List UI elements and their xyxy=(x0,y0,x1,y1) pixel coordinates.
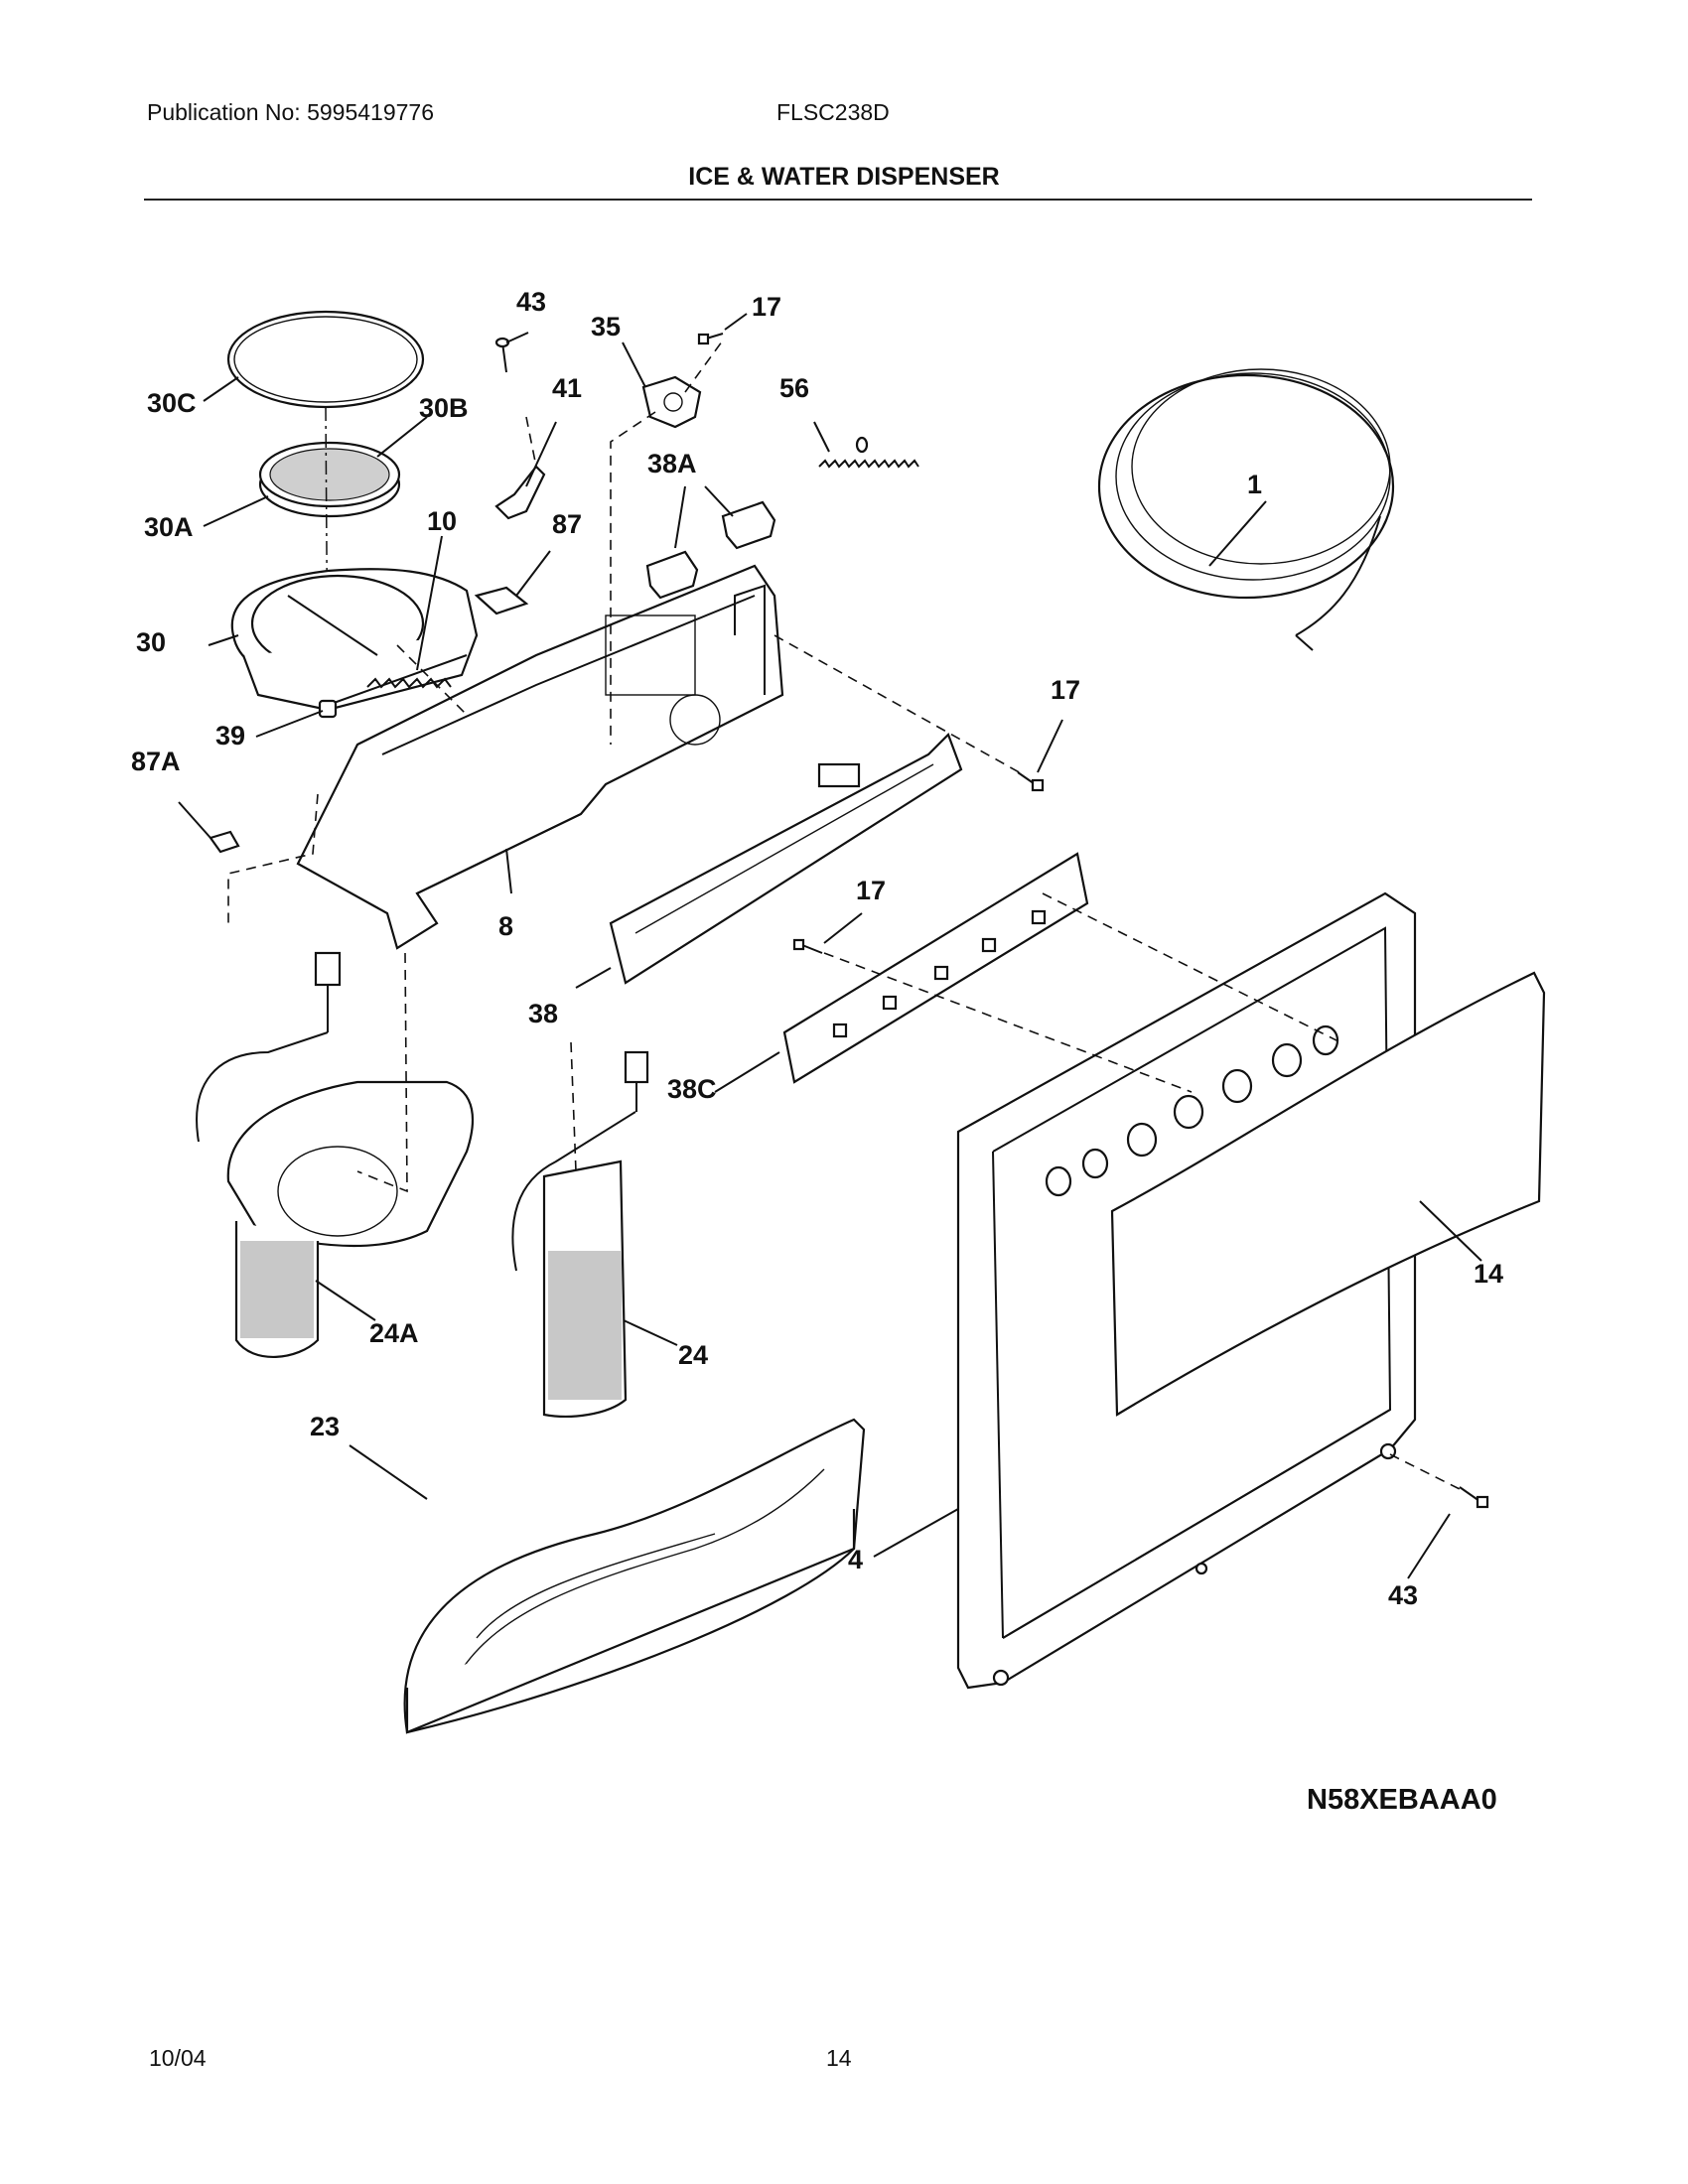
header-rule xyxy=(144,199,1532,201)
callout-8: 8 xyxy=(498,911,513,941)
callout-30a: 30A xyxy=(144,512,194,542)
part-38a-switches xyxy=(645,500,776,600)
callout-17-middle: 17 xyxy=(856,876,886,905)
callout-24: 24 xyxy=(678,1340,708,1370)
callout-30b: 30B xyxy=(419,393,469,423)
callout-38c: 38C xyxy=(667,1074,717,1104)
part-35-motor xyxy=(641,375,702,429)
callout-10: 10 xyxy=(427,506,457,536)
callout-30c: 30C xyxy=(147,388,197,418)
callout-17-right: 17 xyxy=(1051,675,1080,705)
footer-date: 10/04 xyxy=(149,2045,207,2071)
publication-number: Publication No: 5995419776 xyxy=(147,99,435,125)
callout-87: 87 xyxy=(552,509,582,539)
frame-buttons xyxy=(1045,1024,1339,1197)
part-41-bracket xyxy=(494,465,546,520)
callout-87a: 87A xyxy=(131,747,181,776)
figure-code: N58XEBAAA0 xyxy=(1307,1784,1497,1816)
part-17-screw-middle xyxy=(792,938,823,954)
callout-39: 39 xyxy=(215,721,245,751)
callout-56: 56 xyxy=(779,373,809,403)
part-30a-filter-disc xyxy=(258,441,401,518)
part-43-screw-bottom xyxy=(1459,1486,1489,1509)
part-14-overlay-panel xyxy=(1110,971,1546,1417)
part-24a-ice-chute xyxy=(196,951,475,1359)
callout-41: 41 xyxy=(552,373,582,403)
model-number: FLSC238D xyxy=(776,99,890,125)
callout-14: 14 xyxy=(1474,1259,1503,1289)
leader-lines xyxy=(178,313,1482,1579)
part-87a-clip xyxy=(209,830,240,854)
alignment-lines xyxy=(227,337,1461,1490)
callout-43-bottom: 43 xyxy=(1388,1580,1418,1610)
part-1-water-tube xyxy=(1097,368,1395,651)
callout-35: 35 xyxy=(591,312,621,341)
part-10-spring xyxy=(318,654,468,719)
callout-labels: 43 35 17 30C 30B 41 56 38A 30A 10 87 1 3… xyxy=(131,287,1503,1610)
callout-38: 38 xyxy=(528,999,558,1028)
callout-38a: 38A xyxy=(647,449,697,478)
part-30-chute-housing xyxy=(230,568,479,712)
part-17-screw-top xyxy=(697,333,724,345)
part-8-dispenser-housing xyxy=(296,564,784,950)
callout-30: 30 xyxy=(136,627,166,657)
page-title: ICE & WATER DISPENSER xyxy=(688,163,1000,191)
part-24-water-actuator xyxy=(511,1050,649,1418)
part-23-drip-tray xyxy=(403,1418,866,1734)
page-number: 14 xyxy=(826,2045,852,2071)
part-56-pin xyxy=(818,436,919,469)
callout-24a: 24A xyxy=(369,1318,419,1348)
part-43-screw xyxy=(494,337,510,373)
part-38-control-board xyxy=(609,733,963,985)
callout-23: 23 xyxy=(310,1412,340,1441)
callout-43-top: 43 xyxy=(516,287,546,317)
part-38c-switch-board xyxy=(782,852,1089,1084)
part-30c-gasket xyxy=(226,310,425,409)
callout-17-top: 17 xyxy=(752,292,781,322)
part-17-screw-right xyxy=(1017,771,1045,792)
callout-1: 1 xyxy=(1247,470,1262,499)
callout-4: 4 xyxy=(848,1545,863,1574)
part-87-clip xyxy=(474,586,529,615)
